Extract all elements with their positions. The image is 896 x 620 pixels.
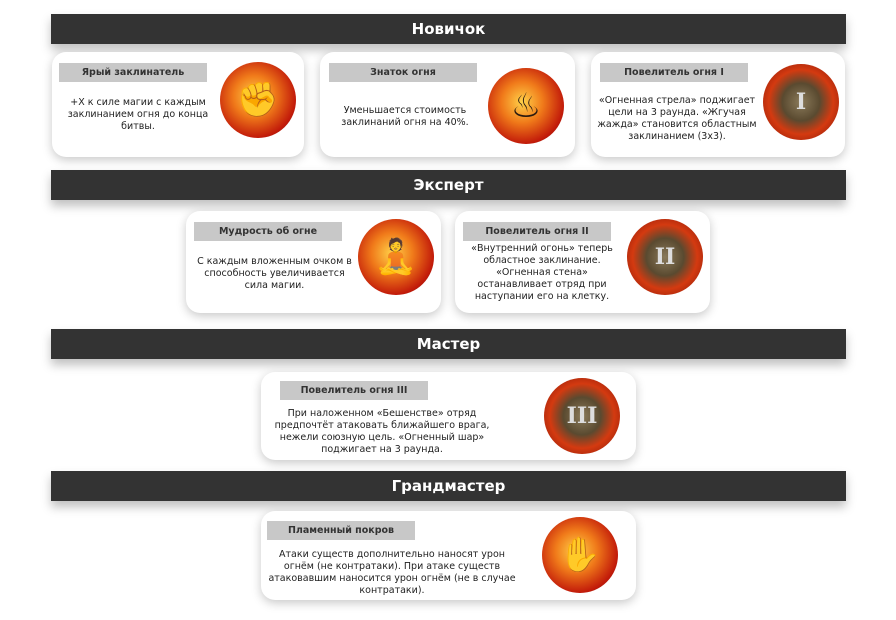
skill-description: Атаки существ дополнительно наносят урон… — [268, 549, 516, 596]
skill-card: Мудрость об огне С каждым вложенным очко… — [186, 211, 441, 313]
skill-name: Мудрость об огне — [194, 222, 342, 241]
skill-description: С каждым вложенным очком в способность у… — [197, 256, 352, 291]
tier-header-grandmaster: Грандмастер — [51, 471, 846, 501]
skill-card: Пламенный покров Атаки существ дополните… — [261, 511, 636, 600]
skill-description: «Внутренний огонь» теперь областное закл… — [471, 243, 613, 302]
tier-header-master: Мастер — [51, 329, 846, 359]
skill-description: +X к силе магии с каждым заклинанием огн… — [67, 97, 209, 132]
skill-card: Повелитель огня III При наложенном «Беше… — [261, 372, 636, 460]
skill-name: Ярый заклинатель — [59, 63, 207, 82]
skill-name: Повелитель огня II — [463, 222, 611, 241]
skill-description: При наложенном «Бешенстве» отряд предпоч… — [274, 408, 490, 455]
meditation-icon: 🧘 — [358, 219, 434, 295]
skill-description: «Огненная стрела» поджигает цели на 3 ра… — [597, 95, 757, 142]
skill-name: Пламенный покров — [267, 521, 415, 540]
spellbook-icon: III — [544, 378, 620, 454]
flame-hand-icon: ✋ — [542, 517, 618, 593]
skill-name: Повелитель огня III — [280, 381, 428, 400]
spellbook-icon: II — [627, 219, 703, 295]
fist-icon: ✊ — [220, 62, 296, 138]
skill-card: Повелитель огня II «Внутренний огонь» те… — [455, 211, 710, 313]
fire-orb-icon: ♨ — [488, 68, 564, 144]
skill-card: Знаток огня Уменьшается стоимость заклин… — [320, 52, 575, 157]
tier-header-novice: Новичок — [51, 14, 846, 44]
skill-name: Знаток огня — [329, 63, 477, 82]
tier-header-expert: Эксперт — [51, 170, 846, 200]
skill-card: Повелитель огня I «Огненная стрела» подж… — [591, 52, 845, 157]
spellbook-icon: I — [763, 64, 839, 140]
skill-name: Повелитель огня I — [600, 63, 748, 82]
skill-card: Ярый заклинатель +X к силе магии с кажды… — [52, 52, 304, 157]
skill-description: Уменьшается стоимость заклинаний огня на… — [341, 105, 469, 128]
